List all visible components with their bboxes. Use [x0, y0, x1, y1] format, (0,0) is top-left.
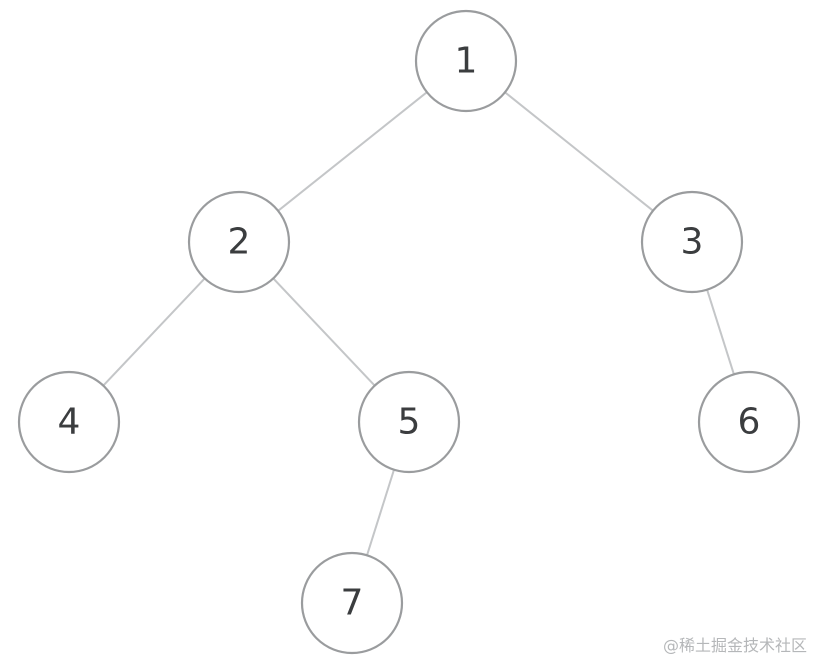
edge-2-4	[102, 277, 206, 387]
tree-node-6: 6	[697, 370, 801, 474]
node-label: 5	[398, 402, 421, 443]
tree-node-3: 3	[640, 190, 744, 294]
edge-5-7	[366, 469, 395, 556]
node-circle	[640, 190, 744, 294]
watermark: @稀土掘金技术社区	[662, 636, 807, 655]
node-circle	[300, 551, 404, 655]
node-circle	[357, 370, 461, 474]
tree-edges	[102, 91, 735, 556]
node-label: 4	[58, 402, 81, 443]
edge-3-6	[706, 289, 735, 375]
node-circle	[697, 370, 801, 474]
node-circle	[17, 370, 121, 474]
tree-nodes: 1 2 3 4 5 6 7	[17, 9, 801, 655]
node-circle	[187, 190, 291, 294]
edge-1-2	[277, 91, 428, 212]
edge-1-3	[504, 91, 654, 212]
tree-node-7: 7	[300, 551, 404, 655]
tree-node-1: 1	[414, 9, 518, 113]
node-label: 3	[681, 222, 704, 263]
node-label: 1	[455, 41, 478, 82]
edge-2-5	[272, 277, 376, 387]
node-label: 2	[228, 222, 251, 263]
node-label: 7	[341, 583, 364, 624]
tree-node-5: 5	[357, 370, 461, 474]
node-circle	[414, 9, 518, 113]
tree-node-4: 4	[17, 370, 121, 474]
node-label: 6	[738, 402, 761, 443]
tree-node-2: 2	[187, 190, 291, 294]
